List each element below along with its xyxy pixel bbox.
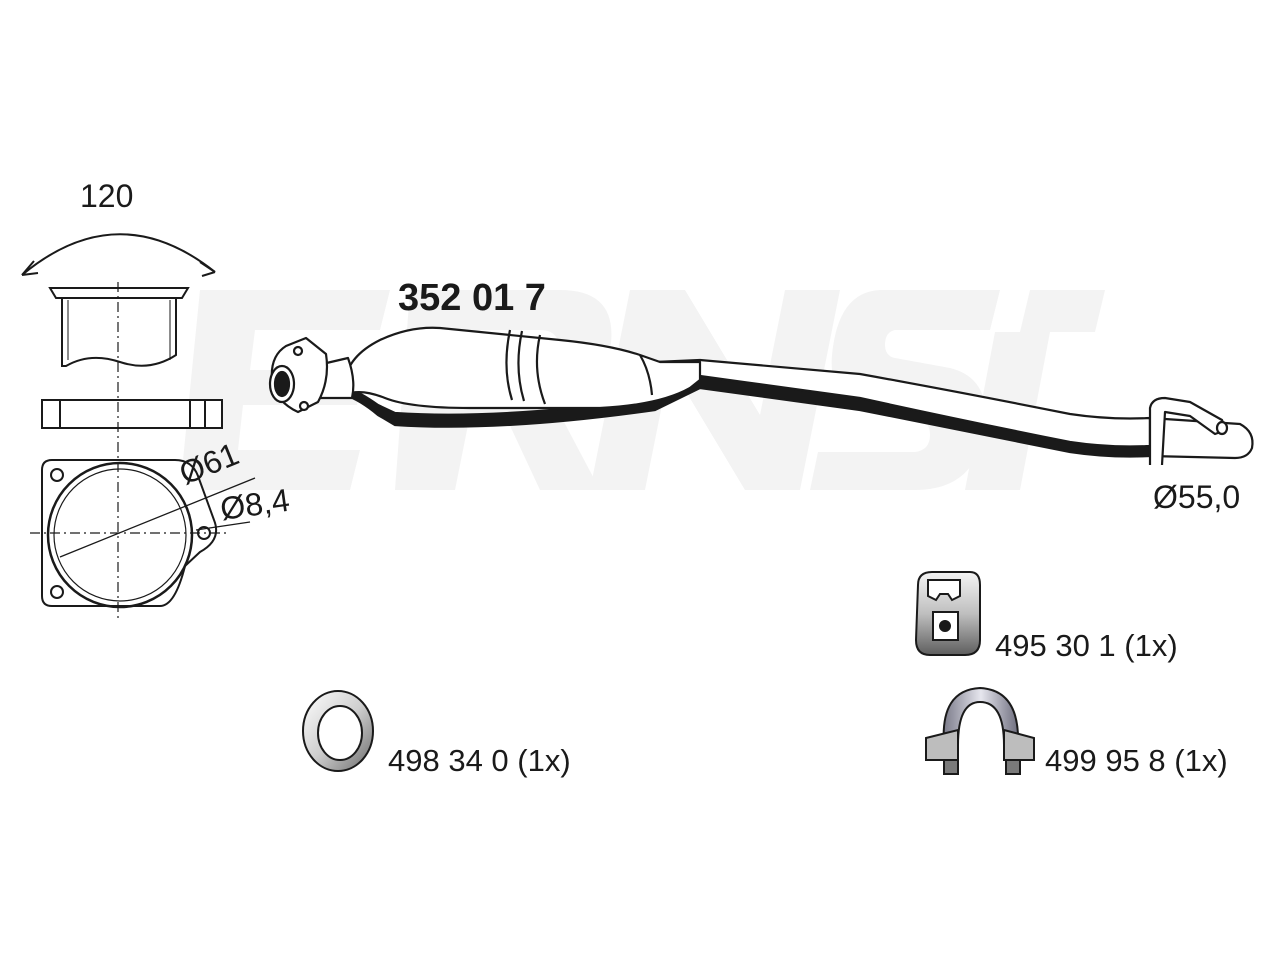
part-number-label: 352 01 7 bbox=[398, 277, 546, 319]
pipe-clamp-icon bbox=[925, 686, 1035, 775]
accessory-label-gasket: 498 34 0 (1x) bbox=[388, 743, 571, 778]
gasket-ring-icon bbox=[302, 690, 374, 772]
pipe-diameter-label: Ø55,0 bbox=[1153, 479, 1240, 515]
accessory-label-clamp: 499 95 8 (1x) bbox=[1045, 743, 1228, 778]
angle-dimension-label: 120 bbox=[80, 178, 133, 214]
accessory-label-hanger: 495 30 1 (1x) bbox=[995, 628, 1178, 663]
catalytic-converter-drawing bbox=[268, 326, 1254, 466]
rubber-hanger-icon bbox=[914, 571, 981, 656]
flange-detail-drawing bbox=[21, 233, 256, 620]
